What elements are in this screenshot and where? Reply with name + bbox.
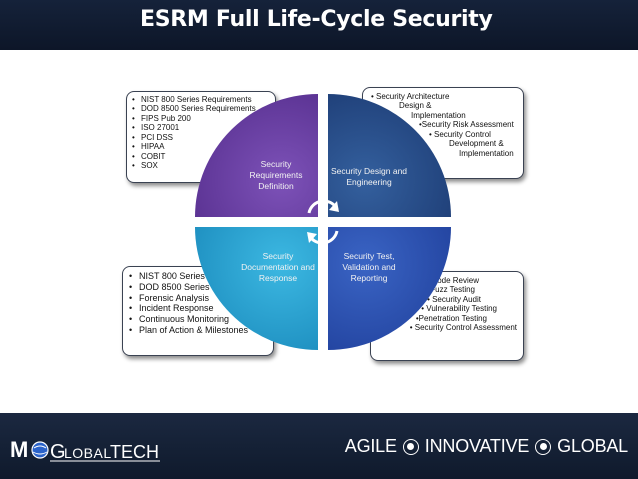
lifecycle-wheel: Security Requirements Definition Securit… — [194, 93, 452, 351]
label-documentation-response: Security Documentation and Response — [241, 251, 315, 284]
list-item: DOD 8500 Series — [129, 282, 273, 293]
svg-text:LOBAL: LOBAL — [64, 445, 112, 461]
list-item: • Vulnerability Testing — [421, 304, 497, 314]
label-design-engineering: Security Design and Engineering — [330, 166, 408, 188]
list-item: FIPS Pub 200 — [132, 114, 275, 123]
bullet-circle-icon — [535, 438, 552, 455]
slide-body — [0, 50, 638, 413]
list-item: Continuous Monitoring — [129, 314, 273, 325]
svg-text:TECH: TECH — [110, 442, 159, 462]
list-item: PCI DSS — [132, 133, 275, 142]
tagline-agile: AGILE — [344, 436, 397, 456]
list-item: Forensic Analysis — [129, 293, 273, 304]
list-item: Implementation — [459, 148, 514, 158]
tagline-global: GLOBAL — [557, 436, 628, 456]
label-requirements-definition: Security Requirements Definition — [249, 159, 303, 192]
list-item: • Security Audit — [427, 294, 481, 304]
list-item: •Security Risk Assessment — [419, 120, 514, 130]
list-item: NIST 800 Series — [129, 271, 273, 282]
tagline: AGILE INNOVATIVE GLOBAL — [345, 436, 628, 457]
list-item: COBIT — [132, 152, 275, 161]
footer-bar: M G LOBAL TECH AGILE INNOVATIVE GLOBAL — [0, 413, 638, 479]
list-item: •Fuzz Testing — [427, 285, 475, 295]
logo-graphic: M G LOBAL TECH — [10, 437, 160, 463]
svg-text:M: M — [10, 437, 28, 462]
page-title: ESRM Full Life-Cycle Security — [140, 7, 493, 32]
list-item: • Security Control Assessment — [409, 323, 517, 333]
bullet-circle-icon — [402, 438, 419, 455]
list-item: Incident Response — [129, 303, 273, 314]
list-item: Design & — [399, 101, 432, 111]
cycle-arrows-icon — [307, 199, 339, 245]
list-item: ISO 27001 — [132, 123, 275, 132]
quadrant-requirements — [195, 94, 318, 217]
quadrant-documentation — [195, 227, 318, 350]
list-item: Plan of Action & Milestones — [129, 325, 273, 336]
list-item: •Code Review — [428, 276, 479, 285]
list-item: • Security Architecture — [371, 92, 450, 101]
svg-text:G: G — [50, 441, 66, 463]
list-item: SOX — [132, 161, 275, 170]
list-item: Implementation — [411, 110, 466, 120]
tagline-innovative: INNOVATIVE — [424, 436, 530, 456]
label-test-validation-reporting: Security Test, Validation and Reporting — [342, 251, 396, 284]
title-bar: ESRM Full Life-Cycle Security — [0, 0, 638, 50]
list-item: •Penetration Testing — [415, 313, 487, 323]
list-item: Development & — [449, 139, 504, 149]
company-logo: M G LOBAL TECH — [10, 431, 170, 465]
list-item: • Security Control — [429, 129, 491, 139]
quadrant-design — [328, 94, 451, 217]
list-item: DOD 8500 Series Requirements — [132, 104, 275, 113]
list-item: NIST 800 Series Requirements — [132, 95, 275, 104]
list-item: HIPAA — [132, 142, 275, 151]
quadrant-testing — [328, 227, 451, 350]
wheel-graphic — [195, 94, 451, 350]
